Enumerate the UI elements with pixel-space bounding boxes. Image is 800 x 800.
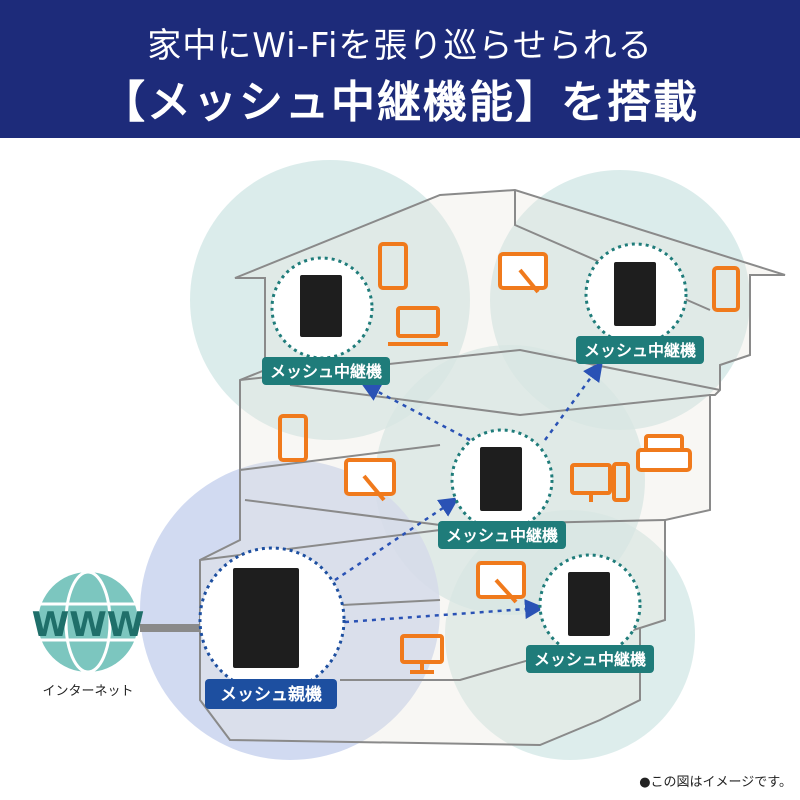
router-icon <box>233 568 299 668</box>
relay-label-box <box>576 336 704 364</box>
relay-label: メッシュ中継機 <box>584 341 696 360</box>
printer-icon <box>636 434 692 472</box>
relay-label: メッシュ中継機 <box>446 526 558 545</box>
mesh-network-diagram: WWW インターネット メッシュ中継機 メッシュ中継機 メッシ <box>32 160 792 790</box>
link-parent-to-lower-right <box>344 599 545 624</box>
router-icon <box>568 572 610 636</box>
internet-label: インターネット <box>42 684 133 699</box>
relay-label: メッシュ中継機 <box>534 650 646 669</box>
smartphone-icon <box>278 414 308 462</box>
parent-router: メッシュ親機 <box>198 546 346 709</box>
header-banner: 家中にWi-Fiを張り巡らせられる 【メッシュ中継機能】を搭載 <box>0 0 800 138</box>
router-icon <box>614 262 656 326</box>
relay-upper-right: メッシュ中継機 <box>576 242 704 364</box>
router-icon <box>480 447 522 511</box>
desktop-pc-icon <box>570 462 630 502</box>
relay-label-box <box>262 357 390 385</box>
relay-label-box <box>438 521 566 549</box>
globe-meridian <box>64 570 112 674</box>
router-icon <box>300 275 342 337</box>
tablet-icon <box>344 458 396 502</box>
relay-label: メッシュ中継機 <box>270 362 382 381</box>
tablet-icon <box>498 252 548 294</box>
www-badge: WWW <box>32 605 145 645</box>
smartphone-icon <box>378 242 408 290</box>
title-line-2: 【メッシュ中継機能】を搭載 <box>101 77 699 128</box>
relay-center: メッシュ中継機 <box>438 428 566 549</box>
link-center-to-upper-left <box>360 382 471 442</box>
mesh-links <box>334 360 603 624</box>
title-line-1: 家中にWi-Fiを張り巡らせられる <box>147 26 653 66</box>
laptop-icon <box>388 306 448 346</box>
tablet-icon <box>476 561 526 604</box>
relay-lower-right: メッシュ中継機 <box>526 553 654 673</box>
relay-label-box <box>526 645 654 673</box>
link-parent-to-center <box>334 497 460 582</box>
monitor-icon <box>400 634 444 674</box>
device-icons <box>278 242 740 674</box>
relay-upper-left: メッシュ中継機 <box>262 256 390 385</box>
parent-label-box <box>205 679 337 709</box>
link-center-to-upper-right <box>543 360 603 441</box>
globe-icon <box>38 572 138 672</box>
footnote: ●この図はイメージです。 <box>639 775 792 790</box>
parent-label: メッシュ親機 <box>220 684 322 705</box>
internet-node: WWW インターネット <box>32 570 215 699</box>
smartphone-icon <box>712 266 740 312</box>
